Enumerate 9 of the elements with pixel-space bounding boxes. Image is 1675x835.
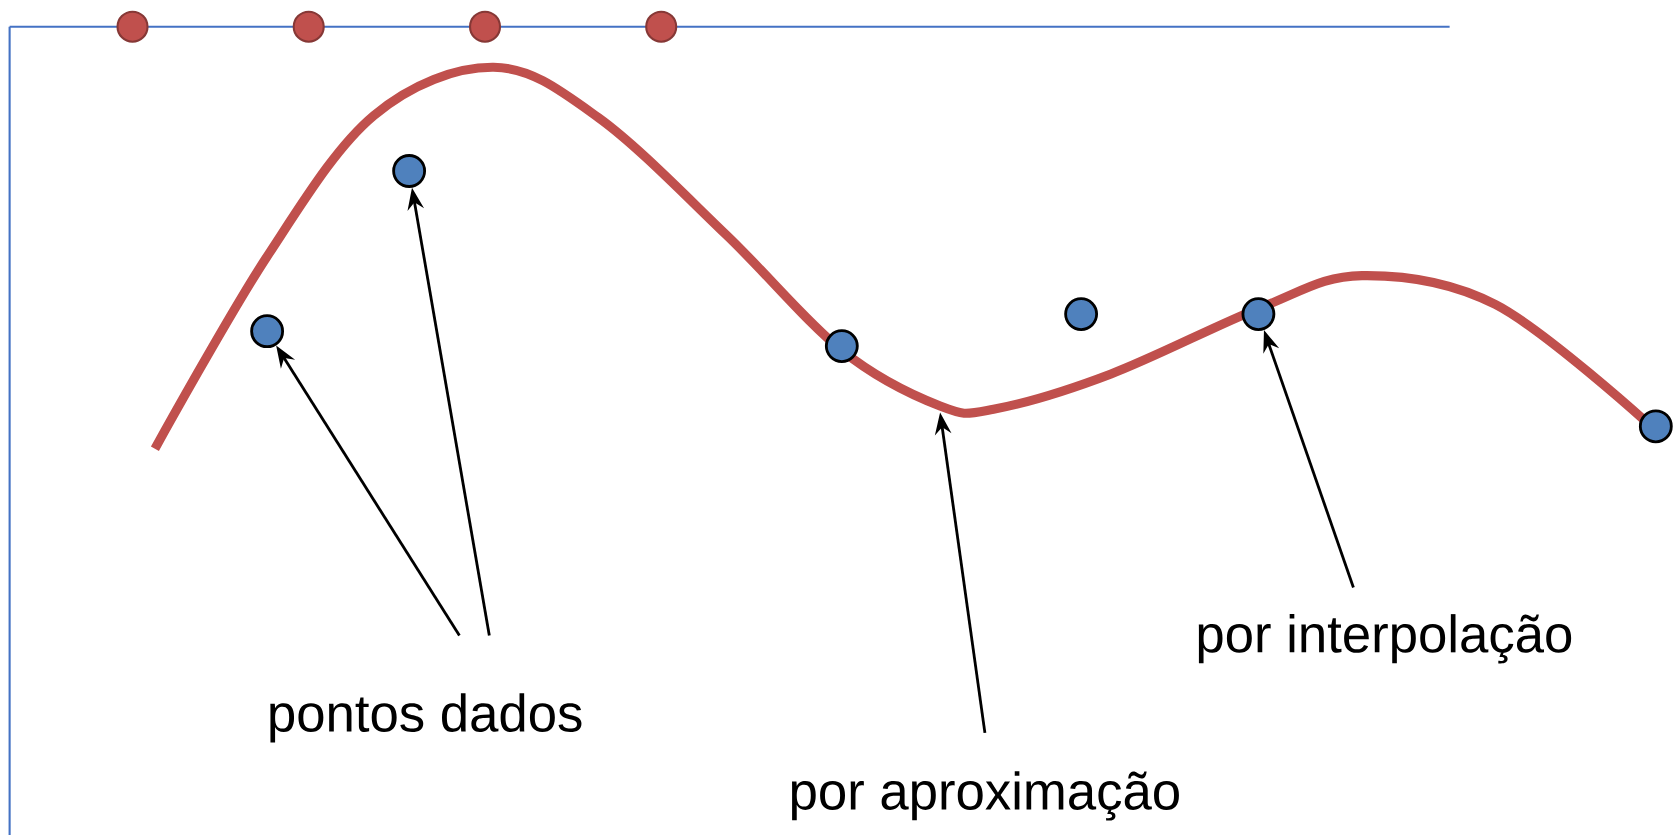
data-point (392, 153, 426, 188)
label-text: pontos dados (270, 693, 582, 743)
label-text: por interpolação (1198, 613, 1572, 664)
data-point (250, 314, 285, 348)
data-point (1638, 409, 1673, 443)
data-point (1064, 297, 1099, 331)
data-point (1241, 297, 1276, 331)
label-text: por aproximação (792, 771, 1179, 821)
data-point (824, 329, 859, 363)
